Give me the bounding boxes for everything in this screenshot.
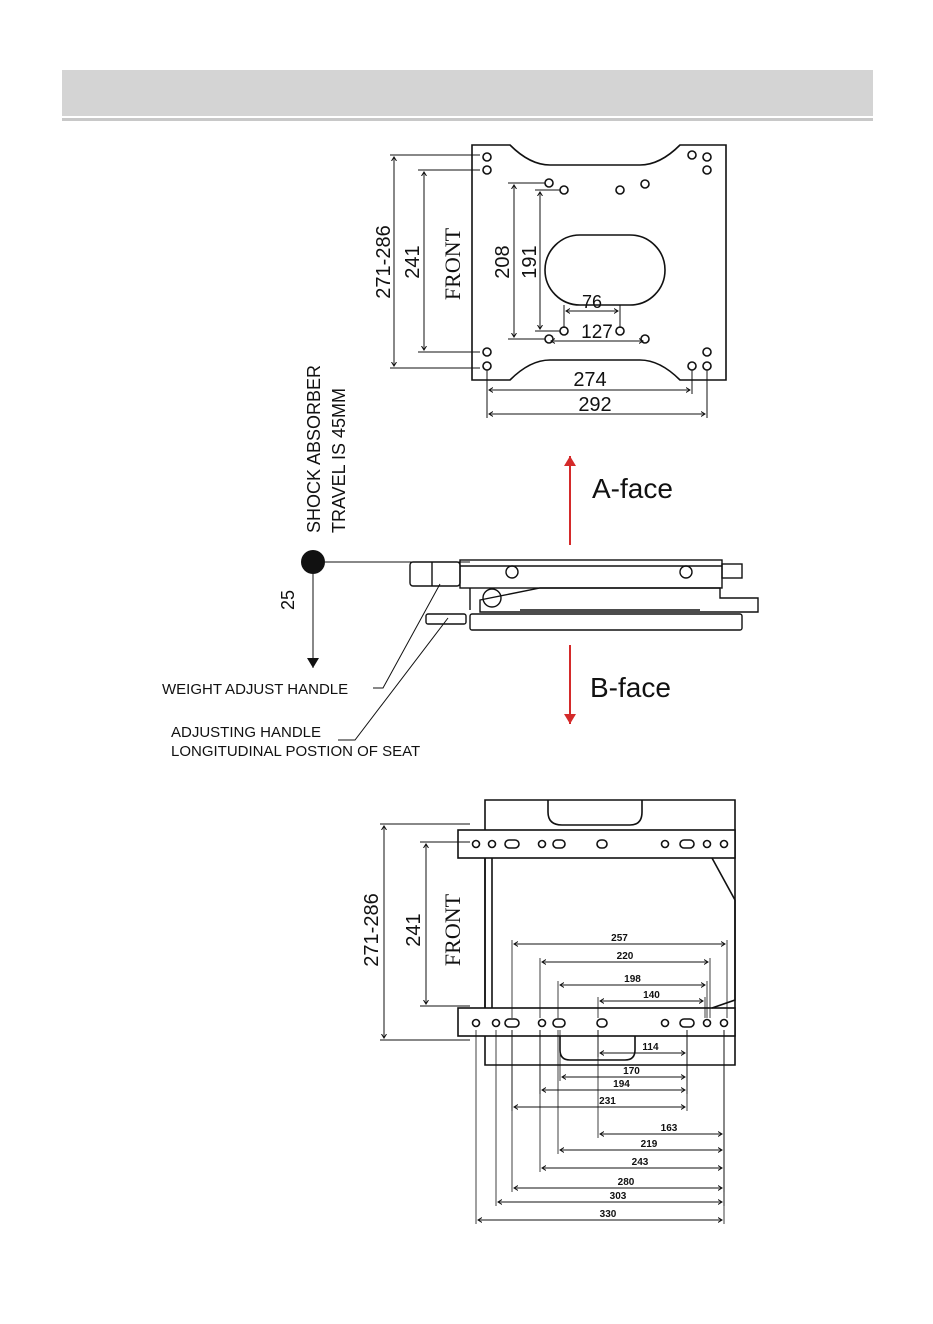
a-width-outer-label: 292 [578, 394, 611, 416]
b-dim-label: 140 [643, 990, 660, 1001]
a-face-label: A-face [592, 473, 673, 504]
a-outer-height-label: 271-286 [373, 225, 395, 298]
b-dim-label: 231 [599, 1096, 616, 1107]
seat-slide-mechanism [410, 560, 758, 630]
travel-label: 25 [278, 590, 298, 610]
shock-point-marker [301, 550, 325, 574]
b-dim-label: 303 [610, 1191, 627, 1202]
a-hole-height-inner-label: 191 [519, 245, 541, 278]
b-outer-height-label: 271-286 [361, 893, 383, 966]
b-face-plate [458, 800, 735, 1065]
a-inner-height-label: 241 [402, 245, 424, 278]
adjusting-handle-label-line1: ADJUSTING HANDLE [171, 724, 321, 741]
weight-adjust-handle-label: WEIGHT ADJUST HANDLE [162, 681, 348, 698]
b-face-slots [473, 840, 728, 1027]
b-dim-label: 219 [641, 1139, 658, 1150]
a-front-label: FRONT [440, 227, 465, 300]
b-inner-height-label: 241 [403, 913, 425, 946]
handle-leaders [338, 584, 448, 740]
adjusting-handle-label-line2: LONGITUDINAL POSTION OF SEAT [171, 743, 420, 760]
a-hole-width-small-label: 76 [582, 292, 602, 312]
b-dim-label: 257 [611, 933, 628, 944]
b-dim-label: 194 [613, 1079, 630, 1090]
b-dim-label: 170 [623, 1066, 640, 1077]
a-hole-height-outer-label: 208 [492, 245, 514, 278]
b-face-label: B-face [590, 672, 671, 703]
a-width-inner-label: 274 [573, 369, 606, 391]
b-front-label: FRONT [440, 893, 465, 966]
b-dim-label: 243 [632, 1157, 649, 1168]
b-dim-label: 330 [600, 1209, 617, 1220]
b-dim-label: 220 [617, 951, 634, 962]
b-dim-label: 114 [642, 1042, 659, 1053]
b-dim-label: 198 [624, 974, 641, 985]
a-hole-width-large-label: 127 [581, 322, 613, 343]
shock-label-line2: TRAVEL IS 45MM [329, 388, 349, 533]
b-dim-label: 163 [661, 1123, 678, 1134]
shock-label-line1: SHOCK ABSORBER [304, 365, 324, 533]
b-dim-label: 280 [618, 1177, 635, 1188]
